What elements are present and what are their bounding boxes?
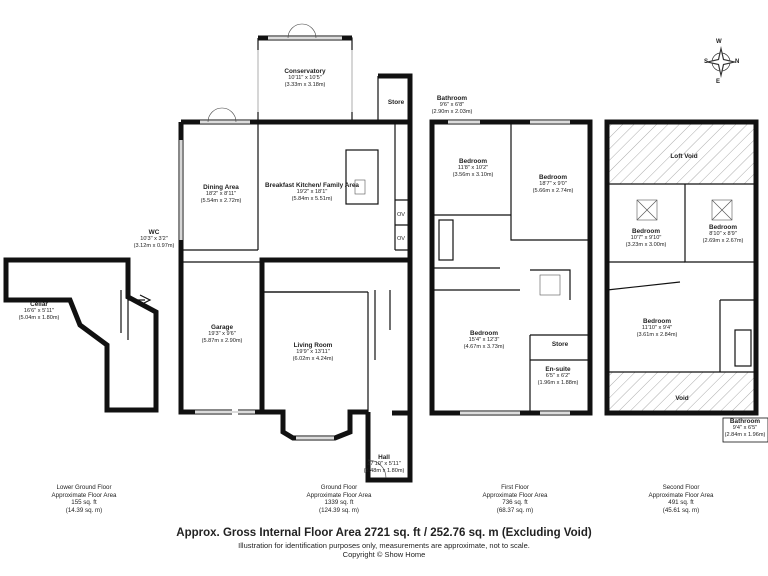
lower-ground-floor-plan bbox=[3, 257, 159, 413]
compass-s: S bbox=[704, 59, 709, 65]
compass-rose-icon bbox=[705, 46, 737, 78]
second-floor-plan bbox=[604, 119, 768, 443]
oven-label-2: OV bbox=[396, 236, 406, 242]
compass-n: N bbox=[735, 59, 740, 65]
compass-w: W bbox=[716, 39, 722, 45]
disclaimer-text: Illustration for identification purposes… bbox=[238, 541, 530, 550]
room-store-first: Store bbox=[551, 341, 569, 348]
room-store-ground: Store bbox=[387, 99, 405, 106]
total-floor-area: Approx. Gross Internal Floor Area 2721 s… bbox=[176, 527, 592, 539]
oven-label-1: OV bbox=[396, 212, 406, 218]
room-loft-void: Loft Void bbox=[670, 153, 698, 160]
room-void: Void bbox=[675, 395, 689, 402]
copyright-text: Copyright © Show Home bbox=[342, 550, 426, 559]
first-floor-plan bbox=[429, 119, 593, 416]
compass-e: E bbox=[716, 79, 721, 85]
ground-floor-plan bbox=[178, 23, 413, 483]
